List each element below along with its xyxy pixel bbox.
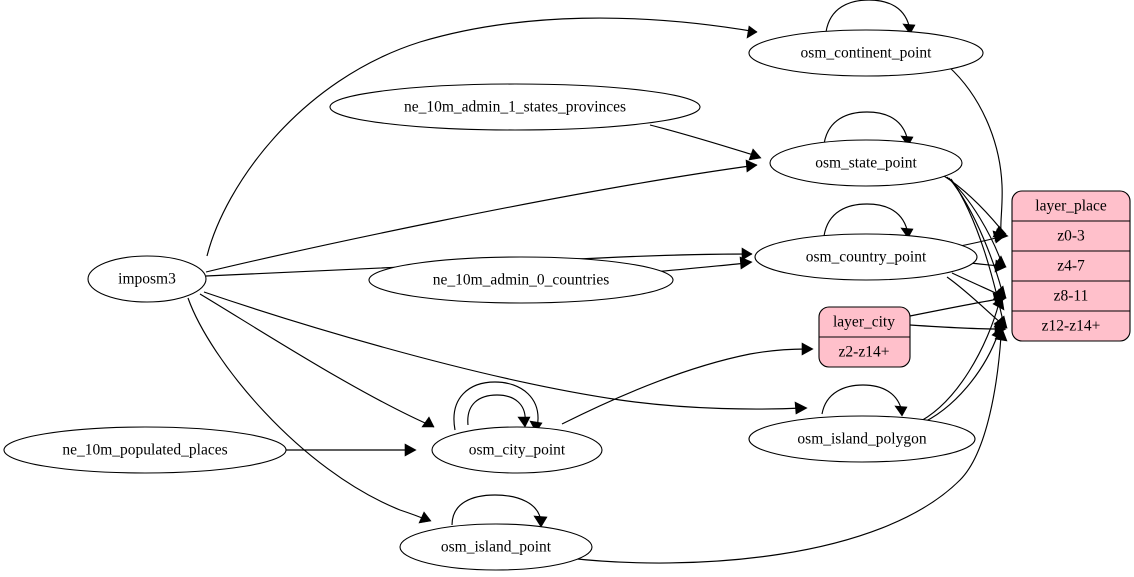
edge-ne-populated-to-osm-city-point[interactable] [285, 443, 417, 457]
edge-self-inner-osm-city-point[interactable] [467, 394, 531, 428]
edge-imposm3-to-osm-continent-point[interactable] [206, 17, 758, 257]
node-osm-continent-point[interactable]: osm_continent_point [748, 29, 984, 77]
edge-self-osm-continent-point[interactable] [825, 0, 916, 35]
edge-layer-city-to-layer-place-z8-11[interactable] [909, 292, 1007, 317]
edge-self-osm-country-point[interactable] [823, 203, 914, 239]
edge-self-osm-island-point[interactable] [451, 494, 548, 528]
node-ne-10m-populated-places[interactable]: ne_10m_populated_places [3, 426, 287, 474]
edge-osm-city-point-to-layer-city-z2-z14[interactable] [561, 342, 814, 425]
edge-imposm3-to-osm-state-point[interactable] [205, 159, 758, 273]
edge-ne-states-to-osm-state-point[interactable] [649, 124, 762, 161]
edge-layer-city-to-layer-place-z12-z14[interactable] [909, 322, 1007, 336]
node-osm-island-point[interactable]: osm_island_point [399, 523, 593, 571]
node-layer: imposm3 ne_10m_admin_1_states_provinces … [3, 29, 984, 571]
node-osm-island-polygon[interactable]: osm_island_polygon [748, 415, 976, 463]
node-imposm3[interactable]: imposm3 [87, 255, 207, 303]
edge-self-outer-osm-city-point[interactable] [453, 381, 543, 433]
edge-imposm3-to-osm-island-polygon[interactable] [203, 291, 808, 415]
edge-layer [187, 0, 1009, 564]
edge-imposm3-to-osm-city-point[interactable] [199, 293, 435, 428]
edge-self-osm-island-polygon[interactable] [821, 384, 908, 417]
record-layer-place[interactable]: layer_place z0-3 z4-7 z8-11 z12-z14+ [1011, 190, 1131, 342]
edge-osm-state-point-to-layer-place-z0-3[interactable] [943, 175, 1007, 238]
record-layer-city[interactable]: layer_city z2-z14+ [818, 306, 911, 368]
edge-osm-island-polygon-to-layer-place-z8-11[interactable] [914, 296, 1005, 425]
edge-osm-island-point-to-layer-place-z12-z14[interactable] [567, 327, 1008, 564]
node-ne-10m-admin-1-states-provinces[interactable]: ne_10m_admin_1_states_provinces [329, 83, 701, 131]
edge-self-osm-state-point[interactable] [823, 111, 914, 147]
node-osm-state-point[interactable]: osm_state_point [769, 139, 963, 187]
node-osm-city-point[interactable]: osm_city_point [431, 426, 603, 474]
edge-ne-countries-to-osm-country-point[interactable] [651, 256, 753, 273]
record-layer-place-body [1011, 190, 1131, 342]
node-ne-10m-admin-0-countries[interactable]: ne_10m_admin_0_countries [368, 256, 674, 304]
edge-imposm3-to-osm-island-point[interactable] [187, 297, 432, 524]
node-osm-country-point[interactable]: osm_country_point [754, 233, 978, 281]
